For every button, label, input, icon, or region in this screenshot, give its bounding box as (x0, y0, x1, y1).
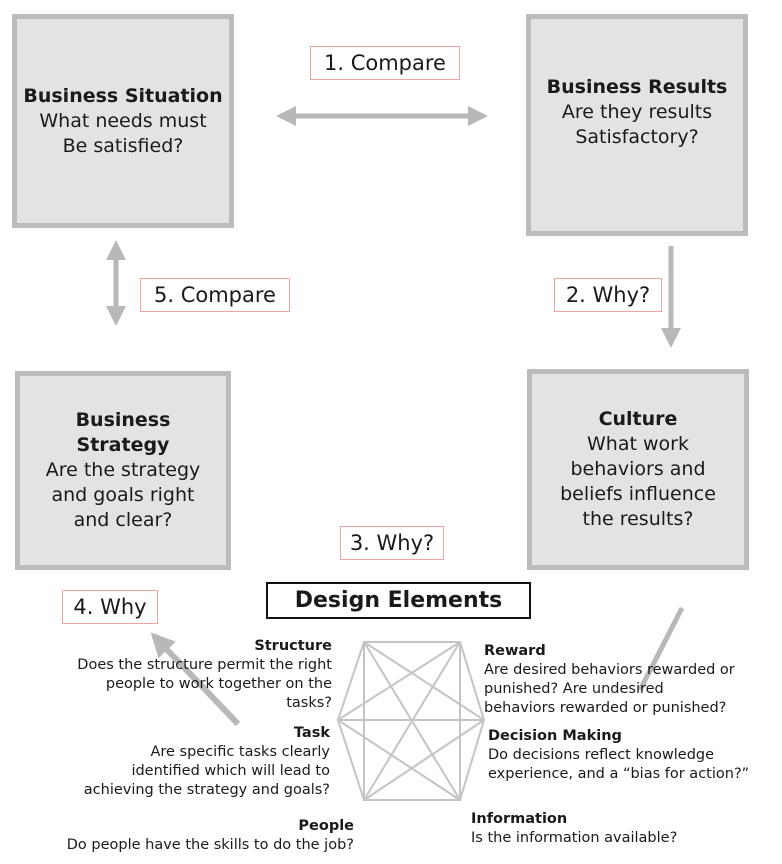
culture-to-design-line (637, 606, 685, 692)
business-situation-text: What needs must Be satisfied? (39, 109, 207, 157)
decision-making-title: Decision Making (488, 728, 622, 744)
culture-text: What work behaviors and beliefs influenc… (560, 433, 716, 530)
business-results-box: Business Results Are they results Satisf… (526, 14, 748, 236)
step-why-3-label: 3. Why? (340, 526, 444, 560)
design-elements-hexagon (336, 641, 486, 801)
information-element: Information Is the information available… (471, 810, 771, 848)
structure-element: Structure Does the structure permit the … (20, 637, 332, 713)
culture-title: Culture (598, 408, 678, 430)
step-why-4-label: 4. Why (62, 590, 158, 624)
business-results-title: Business Results (546, 76, 728, 98)
task-element: Task Are specific tasks clearly identifi… (20, 724, 330, 800)
decision-making-description: Do decisions reflect knowledge experienc… (488, 747, 750, 782)
culture-box: Culture What work behaviors and beliefs … (527, 369, 749, 570)
why-arrow-diagonal (150, 632, 241, 727)
business-strategy-title: Business Strategy (75, 409, 171, 456)
business-situation-box: Business Situation What needs must Be sa… (12, 14, 234, 228)
people-description: Do people have the skills to do the job? (66, 837, 354, 853)
step-why-2-label: 2. Why? (554, 278, 662, 312)
business-results-text: Are they results Satisfactory? (561, 101, 713, 148)
business-situation-title: Business Situation (23, 84, 223, 107)
people-element: People Do people have the skills to do t… (14, 817, 354, 855)
business-strategy-text: Are the strategy and goals right and cle… (45, 459, 201, 531)
reward-description: Are desired behaviors rewarded or punish… (484, 662, 735, 716)
information-title: Information (471, 811, 568, 827)
reward-title: Reward (484, 643, 546, 659)
structure-title: Structure (254, 638, 332, 654)
business-strategy-box: Business Strategy Are the strategy and g… (15, 371, 231, 570)
task-title: Task (293, 725, 330, 741)
information-description: Is the information available? (471, 830, 678, 846)
step-compare-5-label: 5. Compare (140, 278, 290, 312)
reward-element: Reward Are desired behaviors rewarded or… (484, 642, 776, 718)
design-elements-title: Design Elements (266, 582, 531, 619)
people-title: People (298, 818, 354, 834)
decision-making-element: Decision Making Do decisions reflect kno… (488, 727, 778, 784)
task-description: Are specific tasks clearly identified wh… (83, 744, 330, 798)
structure-description: Does the structure permit the right peop… (77, 657, 332, 711)
step-compare-1-label: 1. Compare (310, 46, 460, 80)
